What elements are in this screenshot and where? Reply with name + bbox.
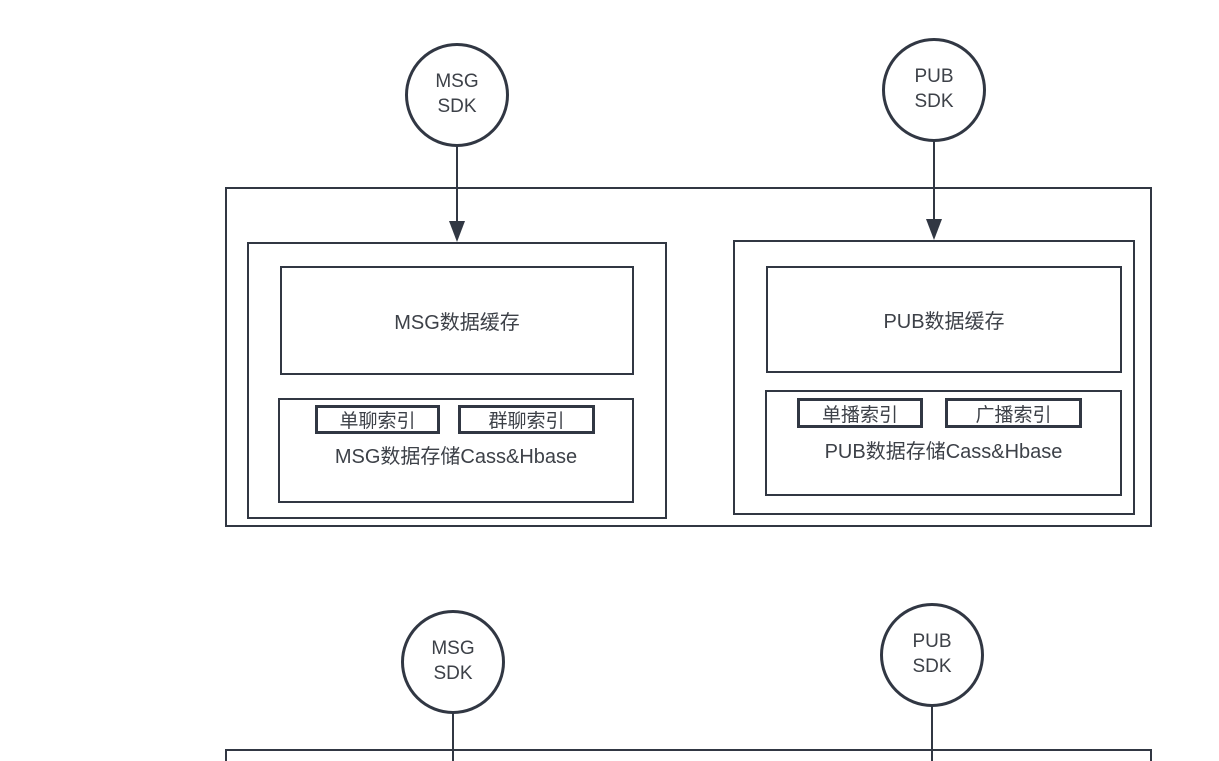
- msg-sdk-top-line1: MSG: [435, 71, 479, 93]
- pub-sdk-bottom-line2: SDK: [912, 656, 952, 677]
- unicast-index-label: 单播索引: [821, 404, 898, 426]
- pub-sdk-top-line2: SDK: [914, 91, 954, 112]
- pub-sdk-node-top: PUB SDK: [882, 38, 986, 142]
- broadcast-index-box: 广播索引: [945, 398, 1082, 428]
- msg-sdk-node-bottom: MSG SDK: [401, 610, 505, 714]
- msg-sdk-bottom-line1: MSG: [431, 638, 475, 660]
- pub-sdk-top-line1: PUB: [914, 66, 954, 88]
- pub-connector-line-bottom: [931, 705, 933, 761]
- unicast-index-box: 单播索引: [797, 398, 923, 428]
- pub-cache-box: PUB数据缓存: [766, 266, 1122, 373]
- broadcast-index-label: 广播索引: [975, 404, 1052, 426]
- pub-sdk-node-bottom: PUB SDK: [880, 603, 984, 707]
- bottom-cluster-box: [225, 749, 1152, 761]
- pub-down-arrowhead-icon: [926, 219, 942, 240]
- msg-sdk-bottom-line2: SDK: [433, 663, 473, 684]
- pub-cache-label: PUB数据缓存: [883, 311, 1005, 333]
- single-chat-index-label: 单聊索引: [339, 411, 416, 432]
- group-chat-index-box: 群聊索引: [458, 405, 595, 434]
- msg-down-arrowhead-icon: [449, 221, 465, 242]
- msg-connector-line-top: [456, 145, 458, 223]
- msg-cache-label: MSG数据缓存: [394, 312, 520, 334]
- pub-storage-box: 单播索引 广播索引 PUB数据存储Cass&Hbase: [765, 390, 1122, 496]
- msg-connector-line-bottom: [452, 712, 454, 761]
- pub-storage-label: PUB数据存储Cass&Hbase: [824, 441, 1063, 463]
- msg-sdk-top-line2: SDK: [437, 96, 477, 117]
- msg-cache-box: MSG数据缓存: [280, 266, 634, 375]
- group-chat-index-label: 群聊索引: [488, 411, 565, 432]
- pub-sdk-bottom-line1: PUB: [912, 631, 952, 653]
- msg-storage-box: 单聊索引 群聊索引 MSG数据存储Cass&Hbase: [278, 398, 634, 503]
- msg-sdk-node-top: MSG SDK: [405, 43, 509, 147]
- single-chat-index-box: 单聊索引: [315, 405, 440, 434]
- msg-storage-label: MSG数据存储Cass&Hbase: [334, 446, 578, 468]
- pub-connector-line-top: [933, 140, 935, 220]
